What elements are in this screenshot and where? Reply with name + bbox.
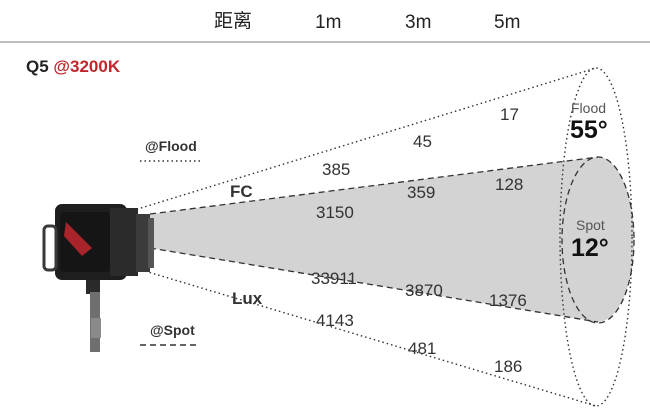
distance-header-label: 距离 (214, 11, 253, 32)
spot-beam-upper-edge (149, 156, 599, 215)
spot-tag: @Spot (150, 322, 195, 338)
spot-label: Spot (576, 217, 605, 233)
flood-label: Flood (571, 100, 607, 116)
flood-fc-5m: 17 (500, 105, 519, 124)
flood-angle: 55° (570, 116, 608, 144)
flood-beam-lower-edge (127, 265, 597, 407)
spot-beam-cone (150, 157, 635, 322)
model-cct: @3200K (53, 57, 121, 76)
fc-unit-label: FC (230, 182, 253, 201)
distance-5m: 5m (494, 12, 521, 33)
flood-fc-3m: 45 (413, 132, 432, 151)
spot-fc-1m: 3150 (316, 203, 354, 222)
flood-fc-1m: 385 (322, 160, 351, 179)
spot-beam-lower-edge (149, 247, 599, 323)
spot-lux-1m: 33911 (311, 269, 358, 288)
light-fixture-icon (42, 204, 154, 352)
flood-beam-end-ellipse (559, 67, 633, 407)
model-name: Q5 (26, 57, 49, 76)
flood-tag: @Flood (145, 138, 197, 154)
spot-beam-end-ellipse (561, 156, 635, 324)
flood-lux-1m: 4143 (316, 311, 354, 330)
spot-fc-3m: 359 (407, 183, 436, 202)
spot-fc-5m: 128 (495, 175, 524, 194)
lux-unit-label: Lux (232, 289, 263, 308)
flood-beam-upper-edge (127, 67, 597, 213)
distance-1m: 1m (315, 12, 342, 33)
spot-lux-5m: 1376 (489, 291, 527, 310)
spot-angle: 12° (571, 234, 609, 262)
model-title: Q5 @3200K (26, 58, 120, 75)
flood-lux-3m: 481 (408, 339, 437, 358)
flood-lux-5m: 186 (494, 357, 523, 376)
spot-lux-3m: 3870 (405, 281, 443, 300)
distance-3m: 3m (405, 12, 432, 33)
